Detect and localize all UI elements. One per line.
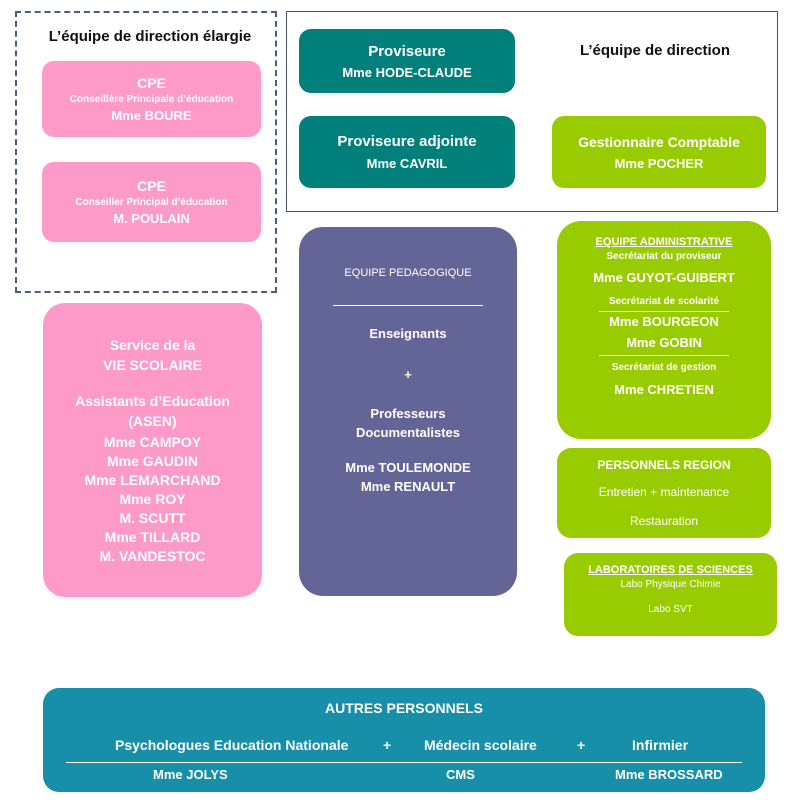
cpe-name: Mme BOURE xyxy=(111,108,192,123)
proviseure-title: Proviseure xyxy=(368,42,446,60)
vie-scolaire-title-2: VIE SCOLAIRE xyxy=(103,356,202,373)
proviseure-adjointe-card: Proviseure adjointe Mme CAVRIL xyxy=(299,116,515,188)
documentaliste-name: Mme RENAULT xyxy=(360,479,456,494)
gestionnaire-title: Gestionnaire Comptable xyxy=(578,133,740,150)
region-line-entretien: Entretien + maintenance xyxy=(598,485,730,499)
sec-proviseur-label: Secrétariat du proviseur xyxy=(606,251,722,262)
asen-title-2: (ASEN) xyxy=(128,412,177,429)
list-item: Mme CAMPOY xyxy=(103,433,202,450)
sec-scolarite-label: Secrétariat de scolarité xyxy=(608,296,720,307)
cpe-title: CPE xyxy=(137,75,166,91)
direction-elargie-frame xyxy=(15,11,277,293)
cpe-role: Conseiller Principal d’éducation xyxy=(75,197,228,208)
vie-scolaire-member-list: Mme CAMPOY Mme GAUDIN Mme LEMARCHAND Mme… xyxy=(84,431,220,564)
asen-title-1: Assistants d’Education xyxy=(75,392,230,409)
autres-divider xyxy=(66,762,742,763)
laboratoires-card: LABORATOIRES DE SCIENCES Labo Physique C… xyxy=(564,553,777,636)
list-item: Mme LEMARCHAND xyxy=(84,471,221,488)
gestionnaire-name: Mme POCHER xyxy=(614,155,704,171)
direction-frame xyxy=(286,11,778,212)
labo-svt: Labo SVT xyxy=(648,604,693,615)
gestionnaire-card: Gestionnaire Comptable Mme POCHER xyxy=(552,116,766,188)
vie-scolaire-title-1: Service de la xyxy=(109,336,196,353)
labo-physique-chimie: Labo Physique Chimie xyxy=(620,579,721,590)
labo-title: LABORATOIRES DE SCIENCES xyxy=(588,564,753,576)
sec-scolarite-name: Mme BOURGEON xyxy=(609,314,719,329)
pedagogique-title: EQUIPE PEDAGOGIQUE xyxy=(344,267,472,279)
direction-title: L’équipe de direction xyxy=(579,42,731,59)
plus-sign: + xyxy=(383,737,392,753)
pedagogique-divider xyxy=(333,305,483,306)
medecin-label: Médecin scolaire xyxy=(424,737,537,753)
psychologues-label: Psychologues Education Nationale xyxy=(115,737,349,753)
list-item: M. VANDESTOC xyxy=(99,547,206,564)
sec-scolarite-divider xyxy=(599,311,729,312)
equipe-pedagogique-card: EQUIPE PEDAGOGIQUE Enseignants + Profess… xyxy=(299,227,517,596)
adjointe-title: Proviseure adjointe xyxy=(337,133,477,150)
cpe-title: CPE xyxy=(137,178,166,194)
personnels-region-card: PERSONNELS REGION Entretien + maintenanc… xyxy=(557,448,771,538)
cpe-role: Conseillère Principale d’éducation xyxy=(69,94,234,105)
psychologue-name: Mme JOLYS xyxy=(153,767,228,782)
list-item: Mme TILLARD xyxy=(104,528,201,545)
plus-sign: + xyxy=(404,367,412,382)
cpe-card-boure: CPE Conseillère Principale d’éducation M… xyxy=(42,61,261,137)
proviseure-card: Proviseure Mme HODE-CLAUDE xyxy=(299,29,515,93)
direction-elargie-title: L’équipe de direction élargie xyxy=(48,28,252,45)
region-line-restauration: Restauration xyxy=(629,514,699,528)
adjointe-name: Mme CAVRIL xyxy=(366,156,448,171)
autres-personnels-card: AUTRES PERSONNELS Psychologues Education… xyxy=(43,688,765,792)
list-item: M. SCUTT xyxy=(119,509,186,526)
cpe-name: M. POULAIN xyxy=(113,211,190,226)
sec-proviseur-name: Mme GUYOT-GUIBERT xyxy=(593,270,735,285)
administrative-title: EQUIPE ADMINISTRATIVE xyxy=(595,236,733,248)
documentaliste-name: Mme TOULEMONDE xyxy=(345,460,471,475)
autres-title: AUTRES PERSONNELS xyxy=(325,700,483,716)
enseignants-label: Enseignants xyxy=(369,326,447,341)
infirmier-label: Infirmier xyxy=(632,737,689,753)
sec-gestion-name: Mme CHRETIEN xyxy=(614,382,714,397)
equipe-administrative-card: EQUIPE ADMINISTRATIVE Secrétariat du pro… xyxy=(557,221,771,439)
documentalistes-label: Documentalistes xyxy=(355,425,461,440)
sec-scolarite-name: Mme GOBIN xyxy=(626,335,702,350)
cpe-card-poulain: CPE Conseiller Principal d’éducation M. … xyxy=(42,162,261,242)
medecin-name: CMS xyxy=(446,767,475,782)
plus-sign: + xyxy=(577,737,586,753)
sec-gestion-label: Secrétariat de gestion xyxy=(611,362,717,373)
list-item: Mme ROY xyxy=(119,490,186,507)
list-item: Mme GAUDIN xyxy=(106,452,198,469)
sec-gestion-divider xyxy=(599,355,729,356)
professeurs-label: Professeurs xyxy=(370,406,446,421)
infirmier-name: Mme BROSSARD xyxy=(615,767,723,782)
vie-scolaire-card: Service de la VIE SCOLAIRE Assistants d’… xyxy=(43,303,262,597)
proviseure-name: Mme HODE-CLAUDE xyxy=(342,64,472,80)
region-title: PERSONNELS REGION xyxy=(597,458,731,472)
